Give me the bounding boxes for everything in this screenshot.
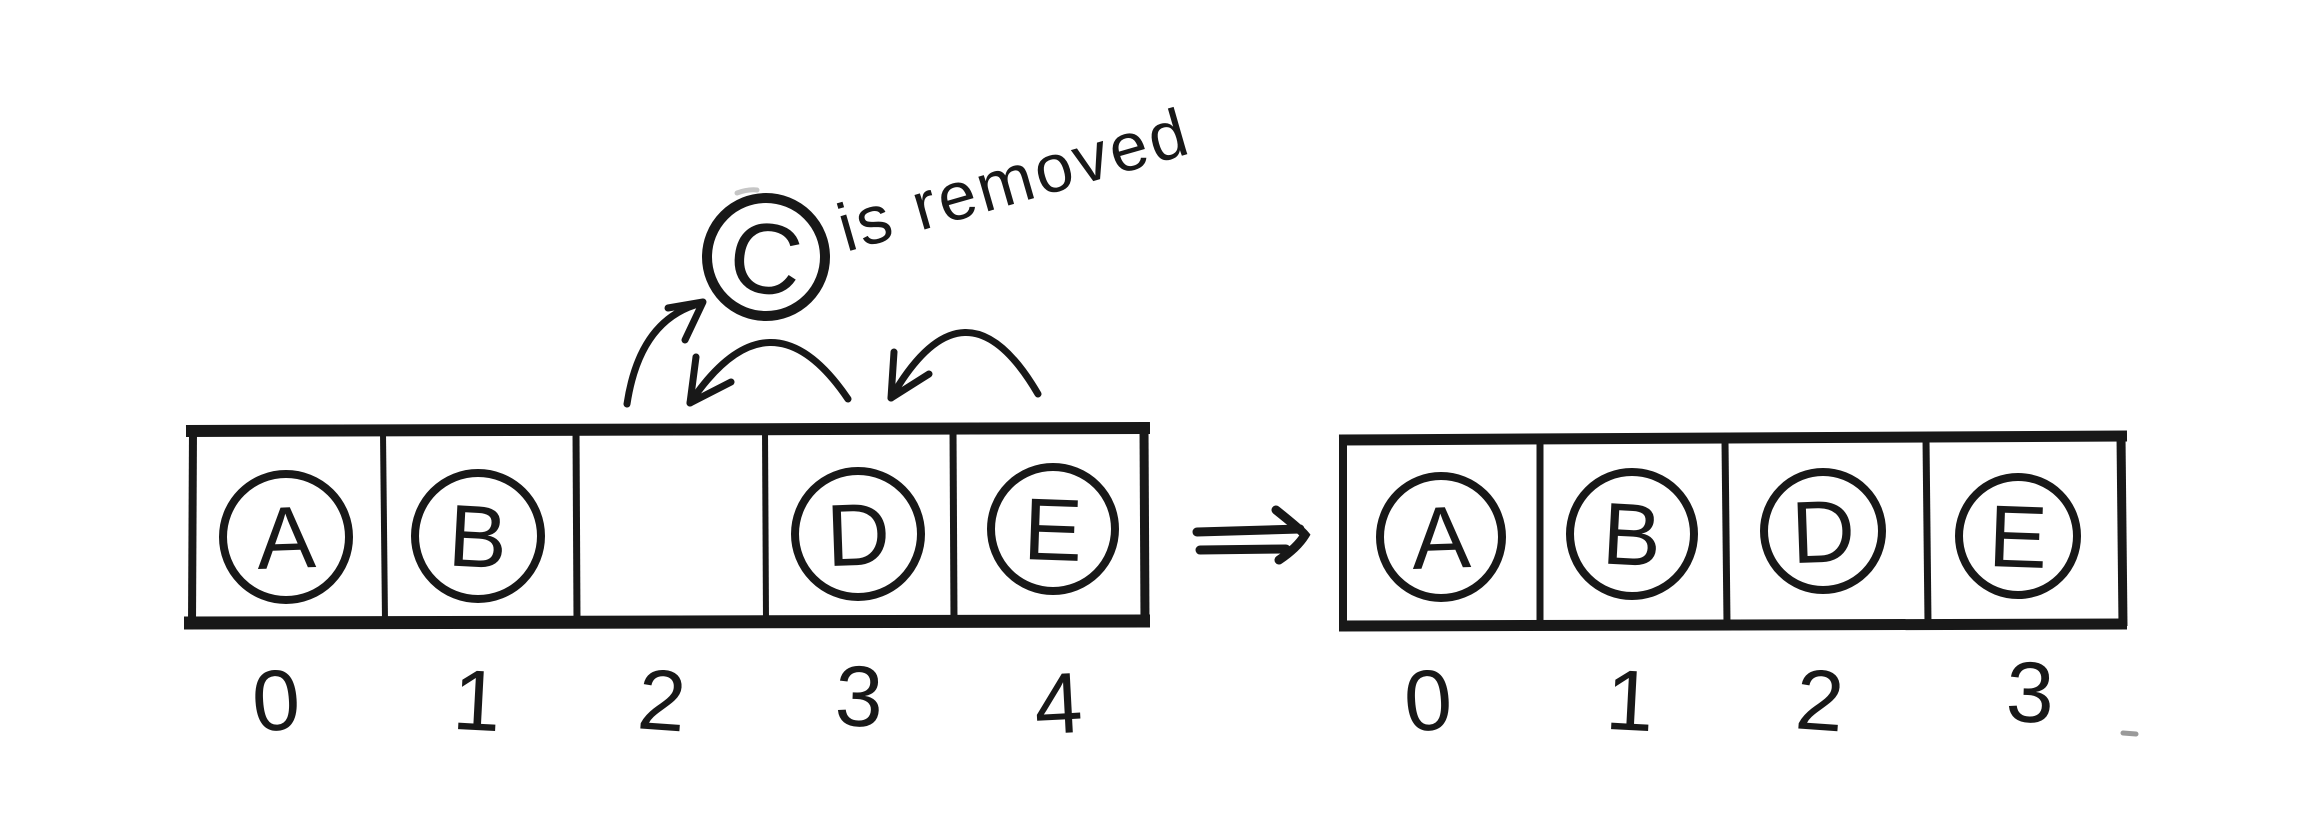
array-before-divider-4 — [949, 428, 958, 622]
array-after-frame — [1338, 430, 2128, 632]
array-before-left-edge — [188, 429, 197, 625]
removed-caption: is removed — [829, 93, 1198, 266]
cell-value: B — [446, 486, 510, 588]
removal-arrow — [623, 298, 707, 408]
array-before-bottom-edge — [183, 614, 1151, 630]
shift-arrow-e-head — [887, 348, 933, 402]
index-label: 2 — [1793, 651, 1847, 750]
value-circle — [1566, 468, 1698, 600]
array-before: A B D E 0 1 2 3 4 — [183, 422, 1151, 753]
array-after-divider-2 — [1721, 441, 1731, 624]
value-circle — [987, 463, 1119, 595]
array-after-top-edge — [1338, 430, 2128, 446]
value-circle — [791, 467, 925, 601]
cell-value: D — [1790, 481, 1857, 582]
array-before-top-edge — [185, 422, 1151, 437]
array-after-cell-0: A — [1376, 472, 1506, 602]
array-after-cell-1: B — [1566, 468, 1698, 600]
array-before-cell-3: D — [791, 467, 925, 601]
shift-arrow-d-shaft — [686, 339, 852, 407]
array-after-divider-3 — [1922, 438, 1932, 624]
cell-value: E — [1987, 486, 2049, 587]
index-label: 4 — [1032, 655, 1085, 753]
array-before-divider-3 — [762, 429, 769, 622]
array-before-cell-4: E — [987, 463, 1119, 595]
value-circle — [219, 470, 353, 604]
cell-value: A — [1410, 487, 1472, 588]
index-label: 0 — [249, 651, 303, 750]
removal-arrow-head — [664, 298, 707, 344]
index-label: 3 — [834, 648, 885, 746]
removed-value-label: C — [723, 199, 808, 319]
index-label: 1 — [1604, 652, 1657, 750]
cell-value: D — [825, 484, 892, 585]
index-label: 0 — [1401, 651, 1455, 750]
implies-arrow-head — [1271, 505, 1311, 565]
cell-value: A — [255, 487, 317, 588]
value-circle — [1376, 472, 1506, 602]
shift-arrow-e-shaft — [887, 329, 1042, 402]
implies-arrow-bottom-line — [1195, 544, 1291, 555]
shift-arrow-d-head — [686, 353, 735, 407]
array-before-frame — [183, 422, 1151, 630]
value-circle — [1760, 468, 1886, 594]
shift-arrow-d-to-slot2 — [686, 339, 852, 407]
array-before-indices: 0 1 2 3 4 — [249, 648, 1085, 753]
array-after-indices: 0 1 2 3 — [1401, 644, 2056, 750]
array-before-cell-0: A — [219, 470, 353, 604]
implies-arrow — [1192, 505, 1311, 565]
stray-mark — [2120, 730, 2139, 737]
index-label: 3 — [2004, 644, 2055, 742]
index-label: 1 — [451, 652, 504, 750]
array-after-bottom-edge — [1338, 618, 2128, 632]
array-before-divider-2 — [572, 430, 581, 622]
cell-value: E — [1022, 479, 1084, 580]
value-circle — [1955, 473, 2081, 599]
shift-arrows — [686, 329, 1042, 407]
array-after-cell-3: E — [1955, 473, 2081, 599]
implies-arrow-top-line — [1192, 524, 1305, 537]
removed-element-annotation: C is removed — [623, 93, 1199, 408]
array-before-divider-1 — [380, 432, 388, 622]
array-before-right-edge — [1139, 426, 1150, 624]
removed-value-circle — [702, 193, 830, 321]
value-circle — [411, 469, 545, 603]
cell-value: B — [1600, 484, 1664, 586]
sketch-smudge — [734, 187, 760, 196]
array-before-cell-1: B — [411, 469, 545, 603]
array-after: A B D E 0 1 2 3 — [1338, 430, 2128, 751]
index-label: 2 — [635, 651, 689, 750]
shift-arrow-e-to-slot3 — [887, 329, 1042, 402]
array-after-right-edge — [2116, 435, 2128, 627]
array-after-cell-2: D — [1760, 468, 1886, 594]
